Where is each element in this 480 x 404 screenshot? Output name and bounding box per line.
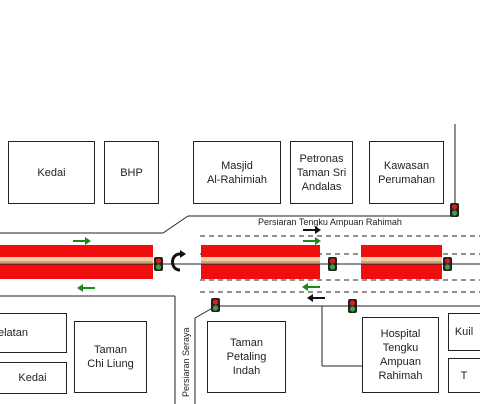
- building-label-kedai-bottom: Kedai: [18, 372, 47, 384]
- u-turn-arrow-icon: [171, 250, 186, 272]
- building-label-t-edge: T: [460, 369, 468, 382]
- building-kedai-top: [8, 141, 95, 204]
- traffic-light-icon: [154, 257, 163, 271]
- building-label-masjid: Masjid Al-Rahimiah: [207, 159, 267, 186]
- building-label-kawasan: Kawasan Perumahan: [378, 159, 435, 186]
- building-label-selatan: elatan: [0, 327, 28, 339]
- traffic-light-icon: [348, 299, 357, 313]
- building-bhp: [104, 141, 159, 204]
- building-kuil: [448, 313, 480, 351]
- building-kawasan: [369, 141, 444, 204]
- building-masjid: [193, 141, 281, 204]
- building-kedai-bottom: [0, 362, 67, 394]
- traffic-lights: [154, 203, 459, 313]
- building-petronas: [290, 141, 353, 204]
- traffic-light-icon: [443, 257, 452, 271]
- traffic-light-icon: [450, 203, 459, 217]
- building-hospital: [362, 317, 439, 393]
- side-road-label: Persiaran Seraya: [181, 327, 191, 397]
- building-label-petronas: Petronas Taman Sri Andalas: [296, 152, 347, 193]
- lane-block-center: [201, 245, 320, 279]
- direction-arrow-icon: [303, 226, 321, 234]
- direction-arrow-icon: [73, 237, 91, 245]
- building-label-hospital: Hospital Tengku Ampuan Rahimah: [378, 328, 423, 382]
- direction-arrow-icon: [303, 237, 321, 245]
- lane-block-left: [0, 245, 153, 279]
- building-label-kuil: Kuil: [454, 326, 474, 338]
- direction-arrows: [73, 226, 325, 302]
- direction-arrow-icon: [302, 283, 320, 291]
- lane-block-right: [361, 245, 442, 279]
- road-edge-upper-taper: [162, 215, 189, 234]
- road-outlines: [0, 124, 480, 404]
- traffic-light-icon: [328, 257, 337, 271]
- main-road-label: Persiaran Tengku Ampuan Rahimah: [258, 217, 402, 227]
- traffic-light-icon: [211, 298, 220, 312]
- direction-arrow-icon: [307, 294, 325, 302]
- building-label-kedai-top: Kedai: [37, 166, 66, 179]
- building-label-bhp: BHP: [120, 166, 143, 179]
- direction-arrow-icon: [77, 284, 95, 292]
- building-chi-liung: [74, 321, 147, 393]
- bus-lanes: [0, 245, 442, 279]
- building-label-chi-liung: Taman Chi Liung: [87, 344, 134, 370]
- building-t-edge: [448, 358, 480, 393]
- building-petaling: [207, 321, 286, 393]
- building-label-petaling: Taman Petaling Indah: [226, 337, 267, 377]
- building-selatan: [0, 313, 67, 353]
